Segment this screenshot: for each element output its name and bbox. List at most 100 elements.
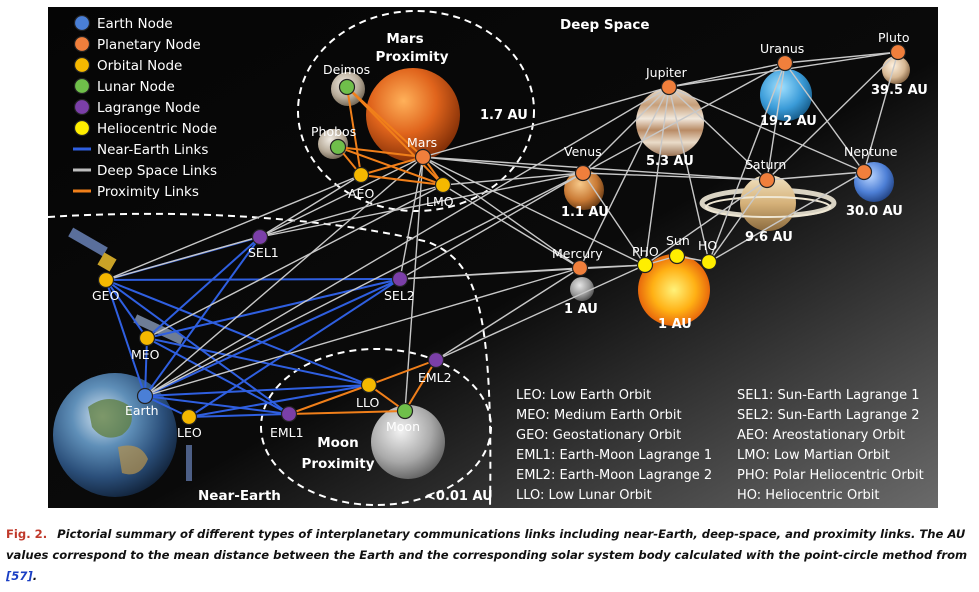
- label-ho: HO: [698, 238, 717, 253]
- abbreviation-right-3: LMO: Low Martian Orbit: [737, 448, 890, 463]
- region-deep-space: Deep Space: [560, 17, 650, 33]
- near-earth-link-leo-eml1: [188, 413, 290, 418]
- deep-space-link-eml2-pho: [435, 264, 646, 361]
- deep-space-link-sel1-venus: [259, 172, 584, 238]
- label-deimos: Deimos: [323, 62, 370, 77]
- caption-text: Pictorial summary of different types of …: [6, 527, 968, 562]
- node-sel1: [251, 228, 269, 246]
- venus-planet: [564, 170, 604, 210]
- node-neptune: [855, 163, 873, 181]
- near-earth-link-earth-eml1: [144, 395, 290, 415]
- near-earth-link-geo-sel2: [105, 278, 401, 281]
- near-earth-link-earth-meo: [144, 337, 148, 397]
- near-earth-link-meo-eml1: [146, 337, 290, 415]
- deep-space-link-sel1-aeo: [259, 174, 362, 238]
- legend-marker-3: [73, 77, 91, 95]
- near-earth-link-meo-llo: [146, 337, 370, 386]
- near-earth-link-earth-sel1: [144, 236, 261, 397]
- distance-mars: 1.7 AU: [480, 108, 528, 123]
- deep-space-link-jupiter-uranus: [668, 62, 786, 88]
- deep-space-link-jupiter-neptune: [668, 86, 865, 173]
- deep-space-link-mars-venus: [422, 156, 584, 174]
- sun-body: [638, 254, 710, 326]
- legend-label-0: Earth Node: [97, 16, 173, 32]
- node-eml2: [427, 351, 445, 369]
- region-moon-proximity-line2: Proximity: [301, 456, 374, 472]
- legend-marker-4: [73, 98, 91, 116]
- distance-jupiter: 5.3 AU: [646, 154, 694, 169]
- deep-space-link-saturn-neptune: [766, 171, 865, 181]
- distance-sun: 1 AU: [658, 317, 692, 332]
- abbreviation-left-1: MEO: Medium Earth Orbit: [516, 408, 682, 423]
- proximity-link-deimos-lmo: [346, 86, 444, 186]
- link-legend-label-0: Near-Earth Links: [97, 142, 208, 158]
- near-earth-link-earth-sel2: [144, 278, 401, 397]
- deep-space-link-ho-jupiter: [668, 86, 710, 263]
- node-aeo: [352, 166, 370, 184]
- caption-figure-label: Fig. 2.: [6, 527, 48, 541]
- abbreviation-right-5: HO: Heliocentric Orbit: [737, 488, 880, 503]
- label-neptune: Neptune: [844, 144, 898, 159]
- proximity-link-deimos-aeo: [346, 86, 362, 176]
- label-aeo: AEO: [348, 186, 374, 201]
- deep-space-link-geo-lmo: [105, 184, 444, 281]
- node-pho: [636, 256, 654, 274]
- abbreviation-left-4: EML2: Earth-Moon Lagrange 2: [516, 468, 712, 483]
- deep-space-link-ho-neptune: [708, 171, 865, 263]
- deep-space-link-earth-mars: [144, 156, 424, 397]
- proximity-link-mars-phobos: [337, 146, 424, 158]
- legend-marker-2: [73, 56, 91, 74]
- region-near-earth: Near-Earth: [198, 488, 281, 504]
- earth-continent: [118, 445, 148, 475]
- label-sel2: SEL2: [384, 288, 415, 303]
- node-jupiter: [660, 78, 678, 96]
- pluto-dwarf-planet: [882, 56, 910, 84]
- label-eml1: EML1: [270, 425, 304, 440]
- deep-space-link-geo-aeo: [105, 174, 362, 281]
- deep-space-link-lmo-venus: [442, 172, 584, 186]
- deep-space-link-mars-pho: [422, 156, 646, 266]
- caption-reference-link[interactable]: [57]: [6, 569, 33, 583]
- near-earth-boundary: [48, 212, 492, 508]
- deep-space-link-pho-saturn: [644, 179, 768, 266]
- node-llo: [360, 376, 378, 394]
- distance-pluto: 39.5 AU: [871, 83, 928, 98]
- label-saturn: Saturn: [745, 157, 786, 172]
- deep-space-link-venus-pho: [582, 172, 646, 266]
- proximity-link-moon-eml1: [288, 410, 406, 415]
- node-ho: [700, 253, 718, 271]
- legend-label-2: Orbital Node: [97, 58, 182, 74]
- abbreviation-left-2: GEO: Geostationary Orbit: [516, 428, 681, 443]
- mars-planet: [366, 68, 460, 162]
- abbreviation-right-4: PHO: Polar Heliocentric Orbit: [737, 468, 924, 483]
- distance-uranus: 19.2 AU: [760, 114, 817, 129]
- deep-space-link-pho-jupiter: [644, 86, 670, 266]
- label-phobos: Phobos: [311, 124, 356, 139]
- node-sel2: [391, 270, 409, 288]
- abbreviation-right-0: SEL1: Sun-Earth Lagrange 1: [737, 388, 920, 403]
- proximity-link-aeo-lmo: [360, 174, 444, 186]
- distance-moon: <0.01 AU: [425, 489, 493, 504]
- near-earth-link-earth-leo: [144, 395, 190, 418]
- proximity-link-llo-eml2: [368, 359, 437, 386]
- distance-neptune: 30.0 AU: [846, 204, 903, 219]
- label-pluto: Pluto: [878, 30, 909, 45]
- near-earth-link-meo-sel2: [146, 278, 401, 339]
- label-sel1: SEL1: [248, 245, 279, 260]
- node-meo: [138, 329, 156, 347]
- near-earth-link-geo-llo: [105, 279, 370, 386]
- distance-mercury: 1 AU: [564, 302, 598, 317]
- deep-space-link-venus-saturn: [582, 172, 768, 181]
- abbreviation-left-5: LLO: Low Lunar Orbit: [516, 488, 652, 503]
- deep-space-link-ho-saturn: [708, 179, 768, 263]
- deep-space-link-mercury-jupiter: [579, 86, 670, 269]
- deep-space-link-jupiter-saturn: [668, 86, 768, 181]
- legend-marker-1: [73, 35, 91, 53]
- near-earth-link-meo-sel1: [146, 236, 261, 339]
- meo-satellite-icon: [133, 314, 185, 345]
- node-labels: Earth GEO MEO LEO SEL1 SEL2 EML1 EML2 LL…: [92, 30, 909, 440]
- deep-space-link-saturn-pluto: [766, 51, 899, 181]
- earth-continent: [88, 398, 132, 438]
